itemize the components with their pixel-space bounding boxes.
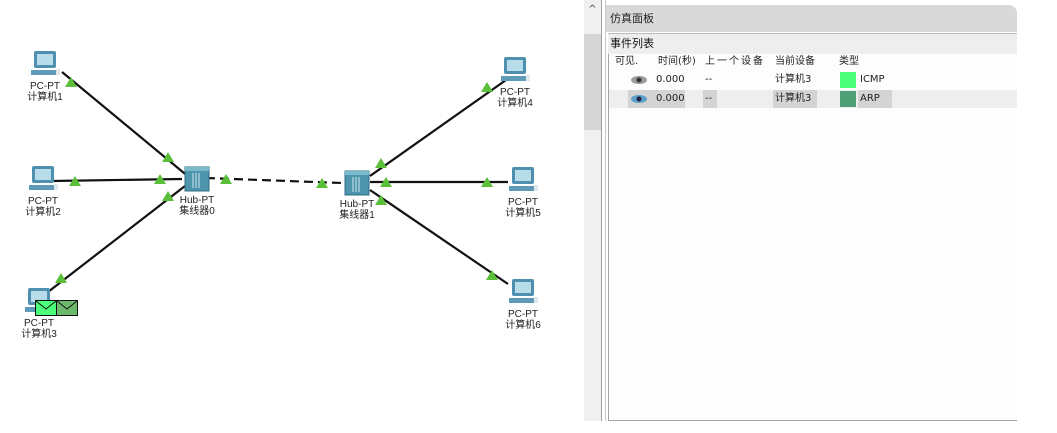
device-model: PC-PT	[508, 309, 538, 320]
hub-icon	[184, 166, 210, 192]
event-time: 0.000	[656, 93, 685, 104]
column-header-last-device[interactable]: 上一个设备	[705, 56, 765, 67]
pc-icon	[31, 51, 60, 75]
link-up-icon	[375, 195, 387, 205]
event-type: ICMP	[860, 74, 885, 85]
pc-icon	[29, 166, 58, 190]
topology-canvas[interactable]: PC-PT 计算机1 PC-PT 计算机2 PC-PT 计算机3 PC-PT 计…	[0, 0, 580, 433]
pc-icon	[501, 57, 530, 81]
simulation-panel: 仿真面板 事件列表 可见. 时间(秒) 上一个设备 当前设备 类型 0.000 …	[606, 5, 1017, 421]
event-list-title: 事件列表	[608, 33, 1017, 55]
link-up-icon	[220, 174, 232, 184]
device-pc5[interactable]: PC-PT 计算机5	[500, 166, 546, 219]
event-row[interactable]: 0.000 -- 计算机3 ICMP	[609, 71, 1017, 89]
panel-title: 仿真面板	[606, 5, 1017, 32]
link-status-indicators	[55, 77, 498, 283]
device-name: 计算机1	[27, 92, 63, 103]
link-up-icon	[162, 191, 174, 201]
link-hub1-pc4[interactable]	[369, 79, 507, 177]
device-model: PC-PT	[30, 81, 60, 92]
device-name: 计算机4	[497, 98, 533, 109]
device-name: 集线器1	[339, 210, 375, 221]
event-time: 0.000	[656, 74, 685, 85]
device-model: PC-PT	[508, 197, 538, 208]
envelope-icmp-icon[interactable]	[35, 300, 57, 316]
device-pc4[interactable]: PC-PT 计算机4	[492, 56, 538, 109]
device-pc2[interactable]: PC-PT 计算机2	[20, 165, 66, 218]
event-type-color	[840, 91, 856, 107]
link-hub1-pc6[interactable]	[369, 189, 509, 285]
link-up-icon	[380, 177, 392, 187]
column-header-visible[interactable]: 可见.	[615, 56, 639, 67]
link-up-icon	[162, 152, 174, 162]
pc-icon	[509, 279, 538, 303]
pc-icon	[509, 167, 538, 191]
topology-links	[47, 71, 509, 293]
link-up-icon	[486, 270, 498, 280]
link-pc3-hub0[interactable]	[47, 185, 186, 293]
link-up-icon	[154, 174, 166, 184]
link-up-icon	[55, 273, 67, 283]
link-pc1-hub0[interactable]	[61, 71, 191, 179]
device-name: 计算机5	[505, 208, 541, 219]
device-name: 计算机2	[25, 207, 61, 218]
device-name: 计算机6	[505, 320, 541, 331]
device-model: PC-PT	[500, 87, 530, 98]
device-pc1[interactable]: PC-PT 计算机1	[22, 50, 68, 103]
link-up-icon	[316, 178, 328, 188]
device-model: PC-PT	[24, 318, 54, 329]
event-last-device: --	[703, 90, 717, 108]
hub-icon	[344, 170, 370, 196]
device-hub1[interactable]: Hub-PT 集线器1	[332, 170, 382, 221]
device-hub0[interactable]: Hub-PT 集线器0	[172, 166, 222, 217]
device-model: PC-PT	[28, 196, 58, 207]
divider	[601, 0, 602, 421]
link-up-icon	[481, 177, 493, 187]
device-name: 集线器0	[179, 206, 215, 217]
pdu-envelopes[interactable]	[35, 300, 79, 317]
eye-icon[interactable]	[630, 94, 648, 104]
event-type-color	[840, 72, 856, 88]
link-up-icon	[481, 82, 493, 92]
scrollbar-thumb[interactable]	[584, 34, 601, 130]
device-name: 计算机3	[21, 329, 57, 340]
scroll-up-arrow-icon[interactable]: ^	[588, 4, 597, 15]
event-list: 可见. 时间(秒) 上一个设备 当前设备 类型 0.000 -- 计算机3 IC…	[608, 54, 1017, 421]
event-last-device: --	[705, 74, 713, 85]
panel-scrollbar[interactable]: ^	[584, 0, 601, 421]
event-row-selected[interactable]: 0.000 -- 计算机3 ARP	[609, 90, 1017, 108]
envelope-arp-icon[interactable]	[56, 300, 78, 316]
link-up-icon	[375, 158, 387, 168]
device-model: Hub-PT	[339, 199, 375, 210]
link-up-icon	[69, 176, 81, 186]
event-type: ARP	[858, 90, 892, 108]
column-header-at-device[interactable]: 当前设备	[775, 56, 815, 67]
device-pc6[interactable]: PC-PT 计算机6	[500, 278, 546, 331]
device-model: Hub-PT	[179, 195, 215, 206]
column-header-type[interactable]: 类型	[839, 56, 859, 67]
column-header-time[interactable]: 时间(秒)	[658, 56, 696, 67]
link-up-icon	[65, 77, 77, 87]
selection-highlight	[628, 90, 685, 108]
event-at-device: 计算机3	[773, 90, 817, 108]
event-at-device: 计算机3	[775, 74, 812, 85]
divider	[605, 0, 606, 421]
eye-icon[interactable]	[630, 75, 648, 85]
